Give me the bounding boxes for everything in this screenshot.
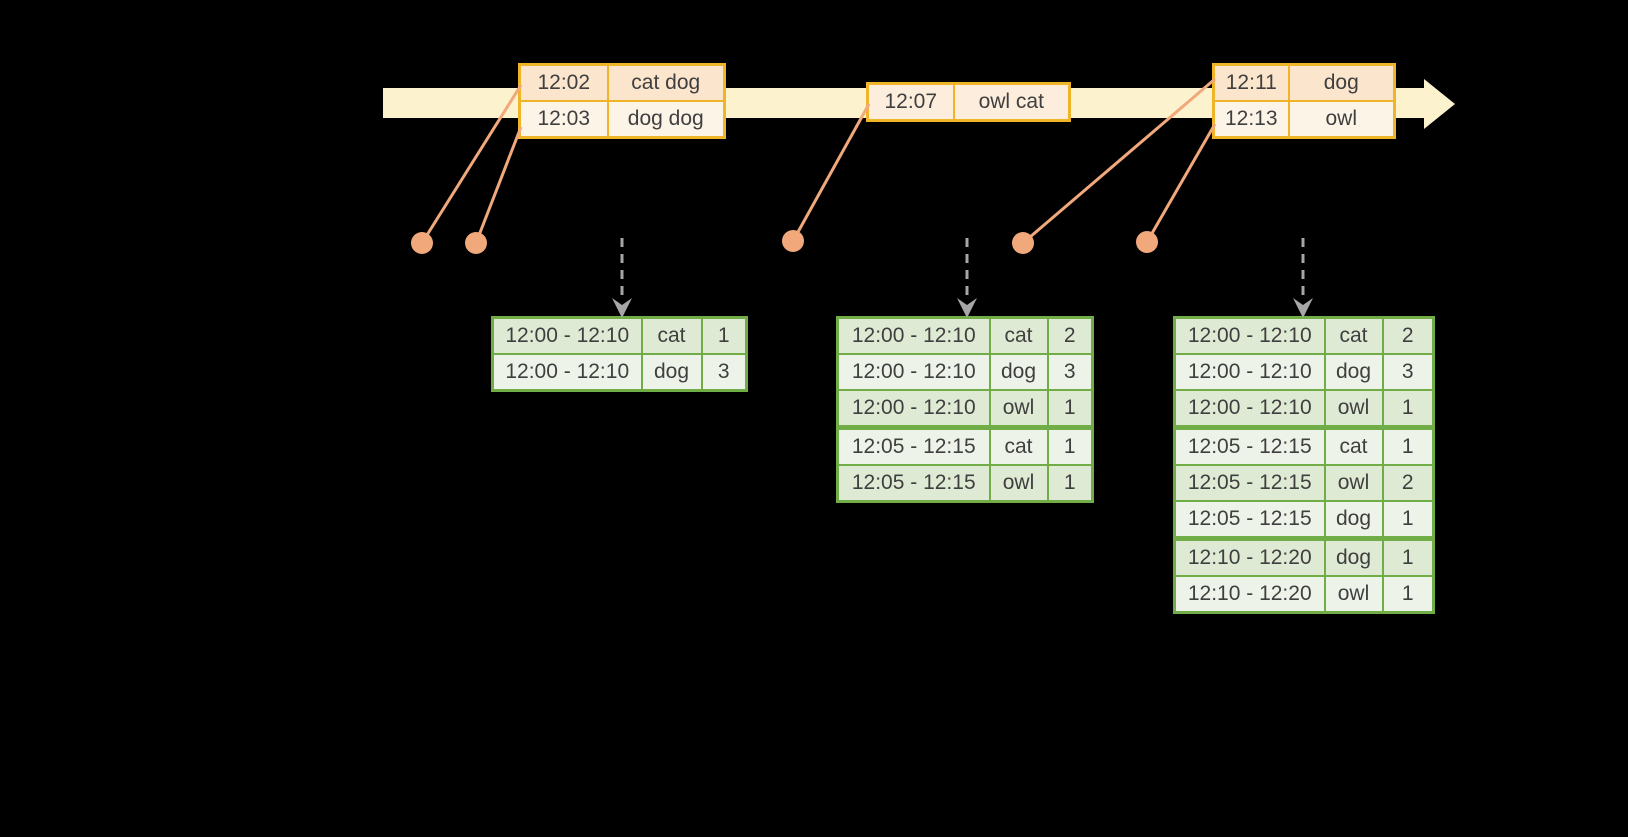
- window-cell: 12:00 - 12:10: [1173, 389, 1326, 429]
- window-cell: 12:00 - 12:10: [491, 316, 643, 355]
- event-table-3: 12:11 dog 12:13 owl: [1212, 63, 1396, 139]
- table-row: 12:11 dog: [1212, 63, 1396, 102]
- window-cell: 12:00 - 12:10: [836, 353, 991, 391]
- word-cell: owl: [1323, 575, 1384, 614]
- table-row: 12:03 dog dog: [518, 100, 726, 139]
- event-words-cell: dog dog: [606, 100, 726, 139]
- event-time-cell: 12:13: [1212, 100, 1290, 139]
- table-row: 12:05 - 12:15 owl 2: [1173, 464, 1435, 502]
- table-row: 12:00 - 12:10 owl 1: [836, 389, 1094, 429]
- word-cell: dog: [1323, 353, 1384, 391]
- count-cell: 1: [700, 316, 748, 355]
- word-cell: dog: [640, 353, 703, 392]
- word-cell: owl: [988, 464, 1049, 503]
- count-cell: 1: [1046, 425, 1094, 466]
- table-row: 12:05 - 12:15 owl 1: [836, 464, 1094, 503]
- word-cell: cat: [988, 316, 1049, 355]
- window-cell: 12:05 - 12:15: [1173, 464, 1326, 502]
- result-table-2: 12:00 - 12:10 cat 2 12:00 - 12:10 dog 3 …: [836, 316, 1094, 503]
- count-cell: 1: [1381, 575, 1435, 614]
- word-cell: cat: [1323, 316, 1384, 355]
- window-cell: 12:00 - 12:10: [1173, 316, 1326, 355]
- count-cell: 1: [1046, 464, 1094, 503]
- word-cell: cat: [988, 425, 1049, 466]
- word-cell: owl: [1323, 389, 1384, 429]
- count-cell: 2: [1381, 464, 1435, 502]
- window-cell: 12:05 - 12:15: [836, 425, 991, 466]
- event-connector-line: [791, 103, 871, 242]
- event-time-cell: 12:11: [1212, 63, 1290, 102]
- event-time-cell: 12:03: [518, 100, 609, 139]
- event-time-cell: 12:07: [866, 82, 955, 122]
- window-cell: 12:00 - 12:10: [836, 316, 991, 355]
- event-time-cell: 12:02: [518, 63, 609, 102]
- table-row: 12:00 - 12:10 dog 3: [836, 353, 1094, 391]
- count-cell: 3: [700, 353, 748, 392]
- event-connector-line: [1145, 123, 1217, 243]
- event-marker-dot: [1136, 231, 1158, 253]
- table-row: 12:00 - 12:10 cat 1: [491, 316, 748, 355]
- event-marker-dot: [465, 232, 487, 254]
- count-cell: 1: [1046, 389, 1094, 429]
- count-cell: 2: [1381, 316, 1435, 355]
- count-cell: 3: [1381, 353, 1435, 391]
- window-cell: 12:10 - 12:20: [1173, 536, 1326, 577]
- event-table-2: 12:07 owl cat: [866, 82, 1071, 122]
- table-row: 12:00 - 12:10 dog 3: [1173, 353, 1435, 391]
- table-row: 12:00 - 12:10 cat 2: [836, 316, 1094, 355]
- event-words-cell: owl cat: [952, 82, 1071, 122]
- window-cell: 12:05 - 12:15: [1173, 500, 1326, 540]
- table-row: 12:13 owl: [1212, 100, 1396, 139]
- result-table-3: 12:00 - 12:10 cat 2 12:00 - 12:10 dog 3 …: [1173, 316, 1435, 614]
- table-row: 12:05 - 12:15 cat 1: [836, 425, 1094, 466]
- table-row: 12:05 - 12:15 dog 1: [1173, 500, 1435, 540]
- table-row: 12:00 - 12:10 dog 3: [491, 353, 748, 392]
- window-cell: 12:00 - 12:10: [491, 353, 643, 392]
- word-cell: dog: [1323, 536, 1384, 577]
- table-row: 12:05 - 12:15 cat 1: [1173, 425, 1435, 466]
- word-cell: dog: [988, 353, 1049, 391]
- count-cell: 1: [1381, 536, 1435, 577]
- word-cell: dog: [1323, 500, 1384, 540]
- word-cell: owl: [988, 389, 1049, 429]
- trigger-arrowhead-icon: [612, 298, 632, 318]
- word-cell: cat: [640, 316, 703, 355]
- table-row: 12:10 - 12:20 owl 1: [1173, 575, 1435, 614]
- window-cell: 12:05 - 12:15: [1173, 425, 1326, 466]
- result-table-1: 12:00 - 12:10 cat 1 12:00 - 12:10 dog 3: [491, 316, 748, 392]
- event-marker-dot: [1012, 232, 1034, 254]
- count-cell: 1: [1381, 389, 1435, 429]
- table-row: 12:00 - 12:10 cat 2: [1173, 316, 1435, 355]
- event-table-1: 12:02 cat dog 12:03 dog dog: [518, 63, 726, 139]
- table-row: 12:02 cat dog: [518, 63, 726, 102]
- count-cell: 2: [1046, 316, 1094, 355]
- timeline-arrowhead-icon: [1424, 79, 1455, 129]
- event-words-cell: dog: [1287, 63, 1396, 102]
- event-marker-dot: [782, 230, 804, 252]
- trigger-arrowhead-icon: [957, 298, 977, 318]
- count-cell: 1: [1381, 425, 1435, 466]
- word-cell: owl: [1323, 464, 1384, 502]
- window-cell: 12:00 - 12:10: [1173, 353, 1326, 391]
- window-cell: 12:10 - 12:20: [1173, 575, 1326, 614]
- event-marker-dot: [411, 232, 433, 254]
- event-words-cell: cat dog: [606, 63, 726, 102]
- trigger-arrowhead-icon: [1293, 298, 1313, 318]
- table-row: 12:07 owl cat: [866, 82, 1071, 122]
- count-cell: 1: [1381, 500, 1435, 540]
- table-row: 12:00 - 12:10 owl 1: [1173, 389, 1435, 429]
- table-row: 12:10 - 12:20 dog 1: [1173, 536, 1435, 577]
- window-cell: 12:00 - 12:10: [836, 389, 991, 429]
- window-cell: 12:05 - 12:15: [836, 464, 991, 503]
- word-cell: cat: [1323, 425, 1384, 466]
- event-words-cell: owl: [1287, 100, 1396, 139]
- event-connector-line: [474, 126, 523, 244]
- count-cell: 3: [1046, 353, 1094, 391]
